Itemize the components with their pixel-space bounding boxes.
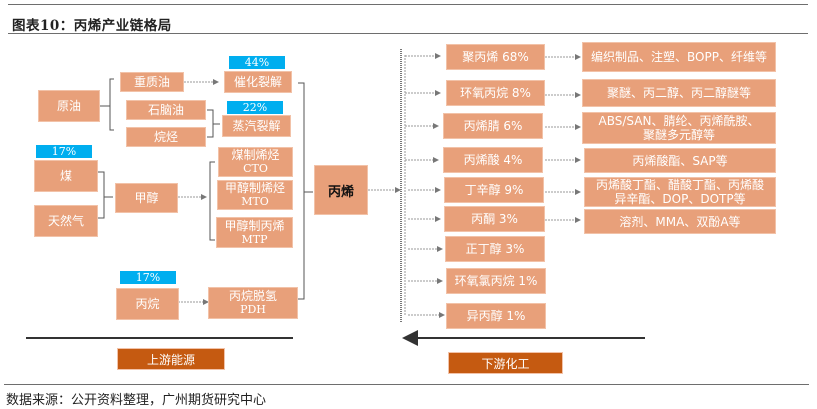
cto-box: 煤制烯烃 CTO	[218, 147, 293, 177]
pdh-label: 丙烷脱氢	[228, 289, 277, 303]
downstream-label: 下游化工	[448, 352, 563, 374]
mto-box: 甲醇制烯烃 MTO	[217, 180, 293, 210]
top-rule	[8, 4, 808, 5]
use-box: 丙烯酸丁酯、醋酸丁酯、丙烯酸异辛酯、DOP、DOTP等	[584, 177, 776, 207]
product-box: 聚丙烯 68%	[446, 44, 545, 70]
pdh-code: PDH	[240, 303, 266, 316]
mtp-code: MTP	[241, 232, 268, 246]
naphtha-box: 石脑油	[126, 100, 206, 120]
cto-label: 煤制烯烃	[231, 148, 280, 162]
fcc-box: 催化裂解	[224, 71, 292, 93]
mtp-box: 甲醇制丙烯 MTP	[216, 217, 293, 248]
propane-box: 丙烷	[116, 288, 179, 320]
coal-box: 煤	[34, 160, 98, 192]
alkane-box: 烷烃	[126, 127, 206, 147]
mto-label: 甲醇制烯烃	[224, 181, 285, 195]
product-box: 丙酮 3%	[444, 206, 545, 232]
title-rule	[8, 33, 808, 34]
steam-share-badge: 22%	[227, 101, 283, 114]
figure-title: 图表10：丙烯产业链格局	[12, 18, 172, 34]
methanol-box: 甲醇	[115, 183, 178, 213]
product-box: 正丁醇 3%	[445, 236, 545, 262]
upstream-label: 上游能源	[117, 348, 225, 370]
product-box: 丙烯酸 4%	[443, 147, 543, 173]
use-box: 编织制品、注塑、BOPP、纤维等	[582, 42, 776, 72]
crude-oil-box: 原油	[38, 90, 100, 122]
product-box: 环氧氯丙烷 1%	[446, 268, 546, 294]
use-box: ABS/SAN、腈纶、丙烯酰胺、聚醚多元醇等	[582, 112, 776, 144]
bracket-crude	[109, 78, 114, 131]
use-box: 丙烯酸酯、SAP等	[584, 148, 776, 173]
propylene-box: 丙烯	[314, 165, 368, 215]
product-box: 丁辛醇 9%	[444, 177, 544, 203]
fcc-share-badge: 44%	[229, 56, 285, 69]
steam-cracking-box: 蒸汽裂解	[222, 115, 291, 137]
heavy-oil-box: 重质油	[120, 72, 184, 92]
cto-code: CTO	[243, 162, 268, 175]
product-box: 丙烯腈 6%	[443, 113, 543, 139]
use-box: 聚醚、丙二醇、丙二醇醚等	[582, 79, 776, 107]
pdh-box: 丙烷脱氢 PDH	[208, 287, 298, 319]
product-box: 异丙醇 1%	[446, 303, 546, 329]
footer-rule	[4, 384, 809, 385]
coal-share-badge: 17%	[36, 145, 92, 158]
use-box: 溶剂、MMA、双酚A等	[584, 209, 776, 234]
mto-code: MTO	[241, 195, 269, 208]
mtp-label: 甲醇制丙烯	[224, 218, 285, 233]
source-note: 数据来源：公开资料整理，广州期货研究中心	[6, 393, 267, 408]
propane-share-badge: 17%	[120, 271, 176, 284]
natural-gas-box: 天然气	[34, 205, 98, 237]
product-box: 环氧丙烷 8%	[446, 80, 545, 106]
